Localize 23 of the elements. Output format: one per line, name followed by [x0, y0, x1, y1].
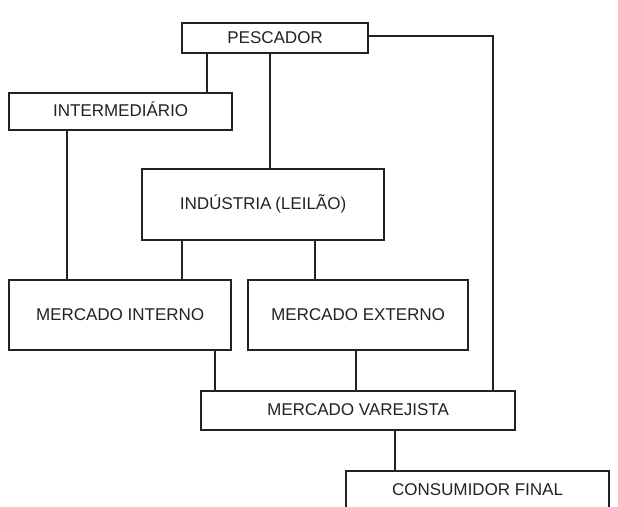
process-box [345, 470, 610, 507]
process-box [8, 279, 232, 351]
connector-line [66, 131, 68, 279]
connector-line [394, 431, 396, 470]
process-box [200, 390, 516, 431]
box-label: CONSUMIDOR FINAL [392, 478, 563, 501]
process-box [181, 22, 369, 54]
connector-line [181, 241, 183, 279]
box-label: MERCADO EXTERNO [271, 304, 445, 326]
process-box [8, 92, 233, 131]
connector-line [355, 351, 357, 390]
connector-line [314, 241, 316, 279]
box-label: MERCADO VAREJISTA [267, 399, 449, 422]
connector-line [206, 54, 208, 92]
connector-line [369, 35, 494, 390]
process-box [141, 168, 385, 241]
connector-line [214, 351, 216, 390]
box-label: PESCADOR [227, 26, 323, 49]
connector-line [269, 54, 271, 168]
box-label: MERCADO INTERNO [36, 304, 204, 326]
box-label: INTERMEDIÁRIO [52, 100, 188, 122]
box-label: INDÚSTRIA (LEILÃO) [180, 193, 346, 216]
process-box [247, 279, 469, 351]
